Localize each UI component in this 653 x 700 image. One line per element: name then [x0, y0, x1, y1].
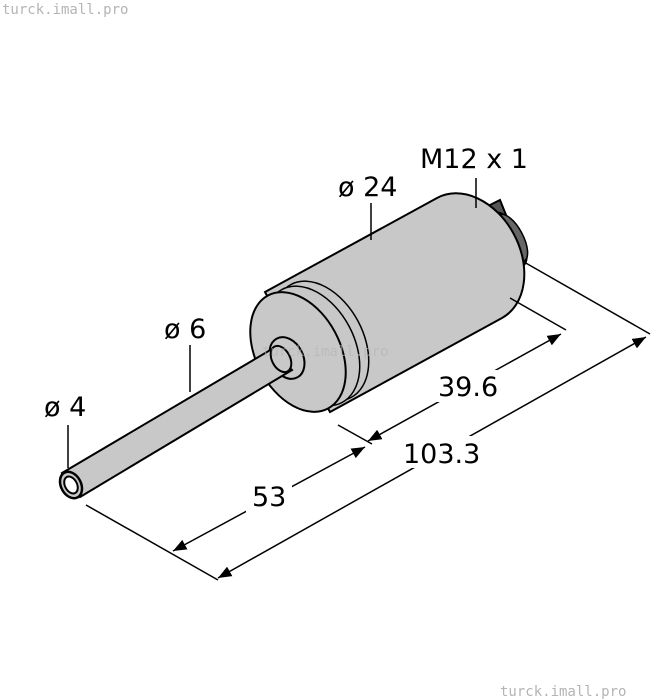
label-tip-diameter: ø 4 [44, 392, 86, 423]
watermark-center: turck.imall.pro [262, 344, 388, 360]
label-body-length: 39.6 [438, 372, 498, 403]
label-connector-thread: M12 x 1 [420, 144, 528, 175]
probe-tube [58, 344, 294, 500]
label-body-diameter: ø 24 [338, 172, 397, 203]
label-total-length: 103.3 [403, 439, 480, 470]
label-probe-diameter: ø 6 [164, 314, 206, 345]
label-probe-length: 53 [252, 482, 286, 513]
watermark-bottom: turck.imall.pro [500, 684, 626, 700]
watermark-top: turck.imall.pro [2, 2, 128, 18]
